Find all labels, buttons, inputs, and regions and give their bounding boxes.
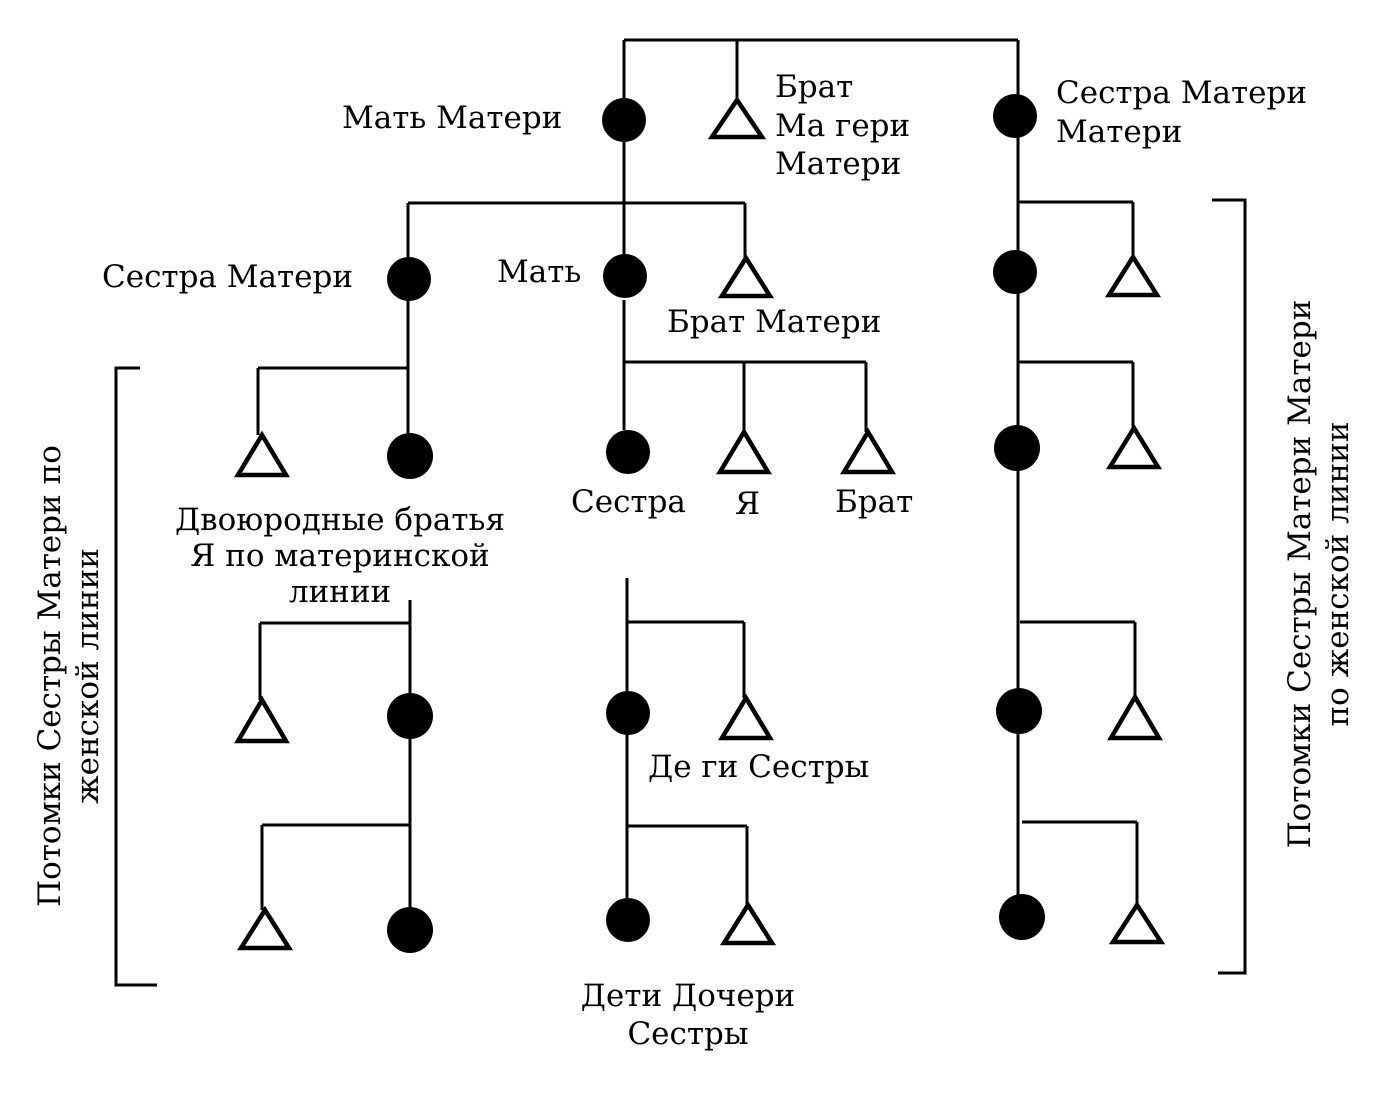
right-bracket-label-1: Потомки Сестры Матери Матери bbox=[1282, 300, 1318, 849]
sisters-son-triangle bbox=[718, 693, 774, 741]
label-cousins-3: линии bbox=[289, 574, 391, 610]
cousin-child-male-triangle bbox=[234, 695, 290, 744]
female-symbols bbox=[387, 94, 1045, 953]
label-sister: Сестра bbox=[571, 484, 686, 520]
label-mothers-mothers-sister-2: Матери bbox=[1056, 114, 1182, 150]
cousin-grandchild-male-triangle bbox=[236, 905, 294, 951]
label-mothers-mothers-brother-3: Матери bbox=[775, 146, 901, 182]
right-gen3-male-triangle bbox=[1105, 423, 1163, 470]
left-bracket-label-1: Потомки Сестры Матери по bbox=[32, 445, 68, 907]
mother-circle bbox=[603, 254, 647, 298]
right-bracket bbox=[1212, 198, 1247, 975]
mothers-sister-circle bbox=[387, 257, 431, 301]
label-brother: Брат bbox=[835, 484, 913, 520]
label-mothers-mother: Мать Матери bbox=[342, 100, 562, 136]
right-bracket-label: Потомки Сестры Матери Матери по женской … bbox=[1282, 300, 1356, 849]
left-bracket-label: Потомки Сестры Матери по женской линии bbox=[32, 445, 106, 907]
label-sisters-daughters-children-1: Дети Дочери bbox=[581, 978, 795, 1014]
label-cousins-2: Я по материнской bbox=[190, 538, 489, 574]
labels: Мать Матери Брат Ма гери Матери Сестра М… bbox=[32, 69, 1356, 1052]
connector-lines bbox=[114, 38, 1247, 987]
sister-circle bbox=[606, 430, 650, 474]
cousin-grandchild-female-circle bbox=[387, 907, 433, 953]
brother-triangle bbox=[840, 427, 896, 475]
sisters-daughter-circle bbox=[606, 691, 650, 735]
label-mother: Мать bbox=[497, 254, 581, 290]
label-ego: Я bbox=[735, 486, 760, 522]
left-bracket-label-2: женской линии bbox=[70, 548, 106, 804]
male-symbols bbox=[234, 95, 1166, 951]
right-gen2-female-circle bbox=[993, 250, 1037, 294]
label-mothers-brother: Брат Матери bbox=[667, 304, 881, 340]
label-sisters-children: Де ги Сестры bbox=[648, 749, 869, 785]
mothers-mothers-brother-triangle bbox=[707, 95, 767, 140]
label-mothers-mothers-brother-1: Брат bbox=[775, 69, 853, 105]
mothers-brother-triangle bbox=[717, 253, 775, 299]
right-gen2-male-triangle bbox=[1104, 252, 1162, 298]
cousin-female-circle bbox=[387, 433, 433, 479]
ego-triangle bbox=[716, 427, 772, 475]
sisters-grandson-triangle bbox=[719, 900, 777, 946]
cousin-male-triangle bbox=[234, 430, 290, 478]
right-gen4-male-triangle bbox=[1107, 692, 1163, 741]
right-bracket-label-2: по женской линии bbox=[1320, 422, 1356, 727]
right-gen5-male-triangle bbox=[1108, 900, 1166, 945]
label-sisters-daughters-children-2: Сестры bbox=[627, 1016, 748, 1052]
right-gen5-female-circle bbox=[999, 894, 1045, 940]
cousin-child-female-circle bbox=[387, 693, 433, 739]
label-mothers-sister: Сестра Матери bbox=[102, 259, 353, 295]
mothers-mothers-sister-circle bbox=[993, 94, 1037, 138]
label-mothers-mothers-sister-1: Сестра Матери bbox=[1056, 75, 1307, 111]
mothers-mother-circle bbox=[602, 98, 646, 142]
label-cousins-1: Двоюродные братья bbox=[175, 502, 505, 538]
sisters-granddaughter-circle bbox=[606, 898, 650, 942]
right-gen4-female-circle bbox=[996, 688, 1042, 734]
label-mothers-mothers-brother-2: Ма гери bbox=[775, 108, 910, 144]
left-bracket bbox=[114, 366, 157, 987]
right-gen3-female-circle bbox=[994, 425, 1040, 471]
